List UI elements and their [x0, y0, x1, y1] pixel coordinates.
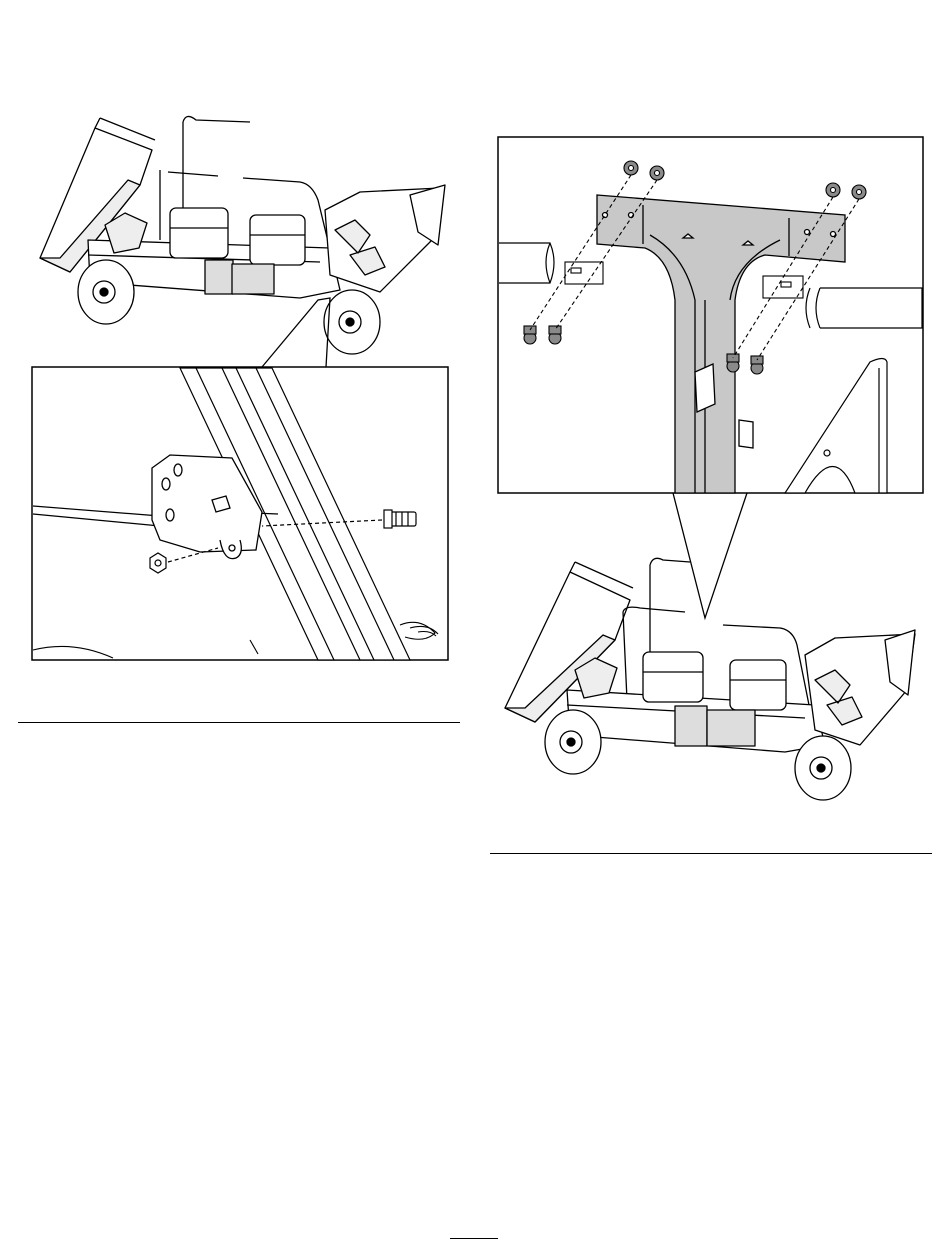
callout-leader-right	[673, 493, 747, 618]
callout-leader-left	[262, 298, 330, 367]
figure-left	[0, 0, 475, 680]
wheel-left-front	[324, 290, 380, 354]
detail-box-right	[498, 137, 923, 493]
bolt	[384, 510, 416, 528]
nut	[150, 553, 166, 573]
figure-left-drawing	[0, 0, 475, 680]
wheel-right-rear	[545, 710, 601, 774]
wheel-left-rear	[78, 260, 134, 324]
detail-box-left	[32, 367, 448, 660]
section-rule-left	[18, 722, 460, 723]
wheel-right-front	[795, 736, 851, 800]
figure-right	[475, 0, 950, 860]
footer-rule	[450, 1238, 498, 1239]
figure-right-drawing	[475, 0, 950, 860]
section-rule-right	[490, 853, 932, 854]
